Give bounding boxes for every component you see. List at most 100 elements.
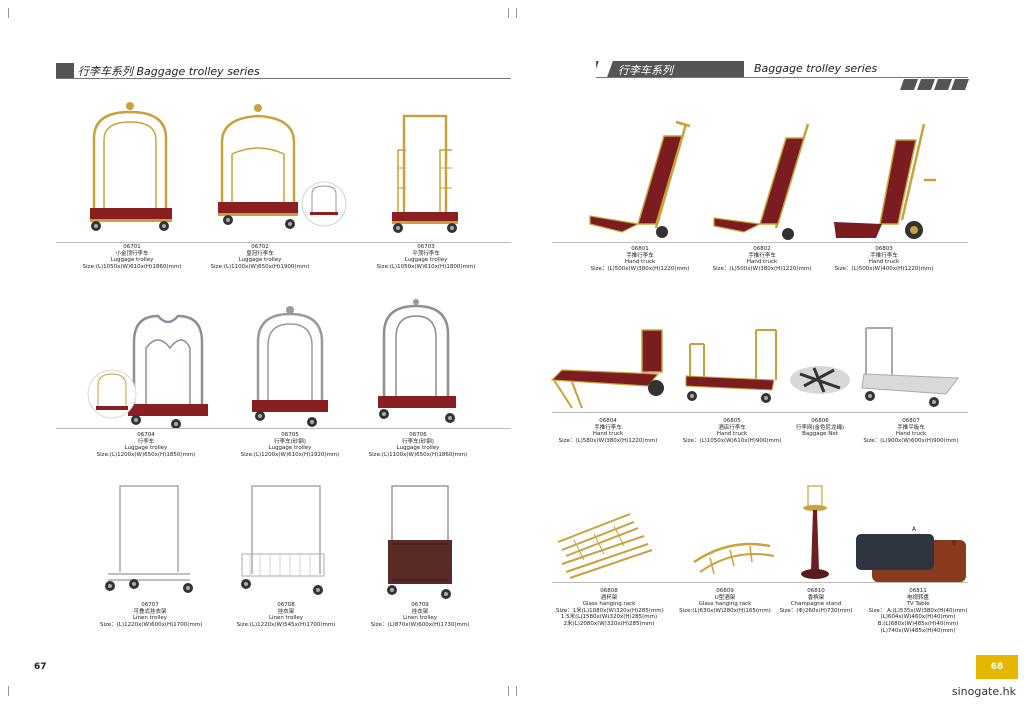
product-name-en: TV Table	[906, 601, 930, 608]
product-size: Size：(L)900x(W)600x(H)900(mm)	[863, 437, 959, 444]
product-name-cn: 酒杯架	[600, 594, 618, 601]
header-dark-bar	[596, 61, 744, 77]
product-image-06801	[589, 120, 691, 238]
product-name-en: Luggage trolley	[238, 257, 282, 264]
product-size: (L)604x(W)460x(H)40(mm)	[880, 614, 956, 621]
header-title-cn: 行李车系列	[618, 64, 673, 77]
product-code: 06811	[909, 588, 927, 594]
watermark: sinogate.hk	[951, 685, 1016, 698]
row-separator	[56, 428, 511, 429]
product-name-en: Linen trolley	[132, 615, 168, 622]
product-size: (L)740x(W)485x(H)40(mm)	[880, 627, 956, 634]
product-code: 06705	[281, 432, 299, 438]
product-size: Size:(L)1220x(W)545x(H)1700(mm)	[236, 621, 336, 628]
product-size: Size:(L)1200x(W)650x(H)1850(mm)	[96, 451, 196, 458]
product-caption-06811: 06811 电视转盘 TV Table Size： A:(L)535x(W)38…	[866, 588, 970, 634]
product-name-en: Glass hanging rack	[582, 601, 636, 608]
row-separator	[56, 242, 511, 243]
product-size: Size:(L)1050x(W)610x(H)1800(mm)	[376, 263, 476, 270]
product-image-06804	[550, 329, 664, 409]
product-image-06807	[861, 327, 959, 407]
product-name-cn: 行李车	[137, 438, 155, 445]
product-name-cn: 手推行李车	[594, 424, 622, 431]
product-name-cn: 行李网(金色尼龙绳)	[795, 424, 845, 431]
product-size: 1.5米(L)1580x(W)320x(H)285(mm)	[560, 614, 658, 621]
crop-mark	[8, 686, 9, 696]
product-size: Size:(L)1050x(W)610x(H)1860(mm)	[82, 263, 182, 270]
product-name-cn: 皇冠行李车	[246, 250, 274, 257]
crop-mark	[508, 686, 509, 696]
row-separator	[552, 412, 968, 413]
product-caption-06804: 06804 手推行李车 Hand truck Size：(L)580x(W)38…	[556, 418, 660, 444]
crop-mark	[516, 8, 517, 18]
page-number-left: 67	[34, 662, 47, 672]
product-code: 06801	[631, 246, 649, 252]
product-name-cn: 香槟架	[807, 594, 825, 601]
product-caption-06708: 06708 挂衣架 Linen trolley Size:(L)1220x(W)…	[236, 602, 336, 628]
product-name-en: Hand truck	[592, 431, 624, 438]
product-code: 06708	[277, 602, 295, 608]
product-size: Size：(L)580x(W)380x(H)1220(mm)	[558, 437, 658, 444]
product-code: 06810	[807, 588, 825, 594]
product-size: Size：(L)1050x(W)610x(H)900(mm)	[682, 437, 782, 444]
page-number-right: 68	[976, 655, 1018, 679]
product-caption-06706: 06706 行李车(砂钢) Luggage trolley Size:(L)11…	[368, 432, 468, 458]
tv-label-a: A	[912, 526, 917, 533]
product-name-en: Hand truck	[716, 431, 748, 438]
product-caption-06705: 06705 行李车(砂钢) Luggage trolley Size:(L)12…	[240, 432, 340, 458]
product-name-cn: 手推平板车	[897, 424, 925, 431]
product-size: Size： A:(L)535x(W)380x(H)40(mm)	[868, 607, 968, 614]
product-size: Size：(Φ)260x(H)730(mm)	[779, 607, 853, 614]
product-size: Size：(L)500x(W)380x(H)1220(mm)	[712, 265, 812, 272]
product-image-06704	[87, 314, 208, 429]
product-code: 06701	[123, 244, 141, 250]
product-caption-06701: 06701 小金顶行李车 Luggage trolley Size:(L)105…	[82, 244, 182, 270]
product-name-en: Hand truck	[868, 259, 900, 266]
product-name-en: Linen trolley	[402, 615, 438, 622]
product-name-cn: 平顶行李车	[412, 250, 440, 257]
tv-label-b: B	[952, 540, 957, 547]
product-caption-06802: 06802 手推行李车 Hand truck Size：(L)500x(W)38…	[712, 246, 812, 272]
product-code: 06808	[600, 588, 618, 594]
product-code: 06809	[716, 588, 734, 594]
product-code: 06804	[599, 418, 617, 424]
product-code: 06803	[875, 246, 893, 252]
product-caption-06807: 06807 手推平板车 Hand truck Size：(L)900x(W)60…	[862, 418, 960, 444]
product-image-06705	[252, 306, 328, 427]
product-name-en: Hand truck	[624, 259, 656, 266]
product-name-en: Hand truck	[746, 259, 778, 266]
product-size: Size：(L)500x(W)400x(H)1220(mm)	[834, 265, 934, 272]
header-rule	[596, 77, 968, 78]
product-image-06708	[241, 485, 325, 595]
product-name-cn: 手推行李车	[626, 252, 654, 259]
product-size: Size:(L)1100x(W)650x(H)1860(mm)	[368, 451, 468, 458]
product-size: Size：1米(L)1080x(W)320x(H)285(mm)	[556, 607, 664, 614]
product-code: 06709	[411, 602, 429, 608]
header-title-cn: 行李车系列	[78, 65, 133, 78]
product-image-06702	[218, 104, 347, 229]
product-name-en: Glass hanging rack	[698, 601, 752, 608]
product-name-en: Luggage trolley	[124, 445, 168, 452]
product-image-06709	[387, 485, 452, 599]
product-size: Size：(L)1220x(W)600x(H)1700(mm)	[100, 621, 203, 628]
product-image-06706	[378, 299, 456, 423]
product-caption-06707: 06707 可叠式挂衣架 Linen trolley Size：(L)1220x…	[100, 602, 203, 628]
product-name-en: Luggage trolley	[404, 257, 448, 264]
product-image-06701	[90, 102, 172, 231]
product-name-en: Hand truck	[895, 431, 927, 438]
product-caption-06808: 06808 酒杯架 Glass hanging rack Size：1米(L)1…	[556, 588, 664, 628]
product-caption-06709: 06709 挂衣架 Linen trolley Size：(L)870x(W)6…	[370, 602, 470, 628]
product-size: Size:(L)630x(W)280x(H)165(mm)	[679, 607, 771, 614]
product-caption-06702: 06702 皇冠行李车 Luggage trolley Size:(L)1100…	[210, 244, 310, 270]
product-code: 06707	[141, 602, 159, 608]
product-name-cn: 挂衣架	[411, 608, 429, 615]
product-image-06806	[790, 366, 850, 394]
row-separator	[552, 242, 968, 243]
header-rule	[56, 78, 511, 79]
product-image-06808	[557, 513, 653, 579]
product-name-cn: 小金顶行李车	[115, 250, 149, 257]
product-code: 06807	[902, 418, 920, 424]
product-name-cn: 手推行李车	[748, 252, 776, 259]
product-caption-06809: 06809 U型酒架 Glass hanging rack Size:(L)63…	[676, 588, 774, 614]
